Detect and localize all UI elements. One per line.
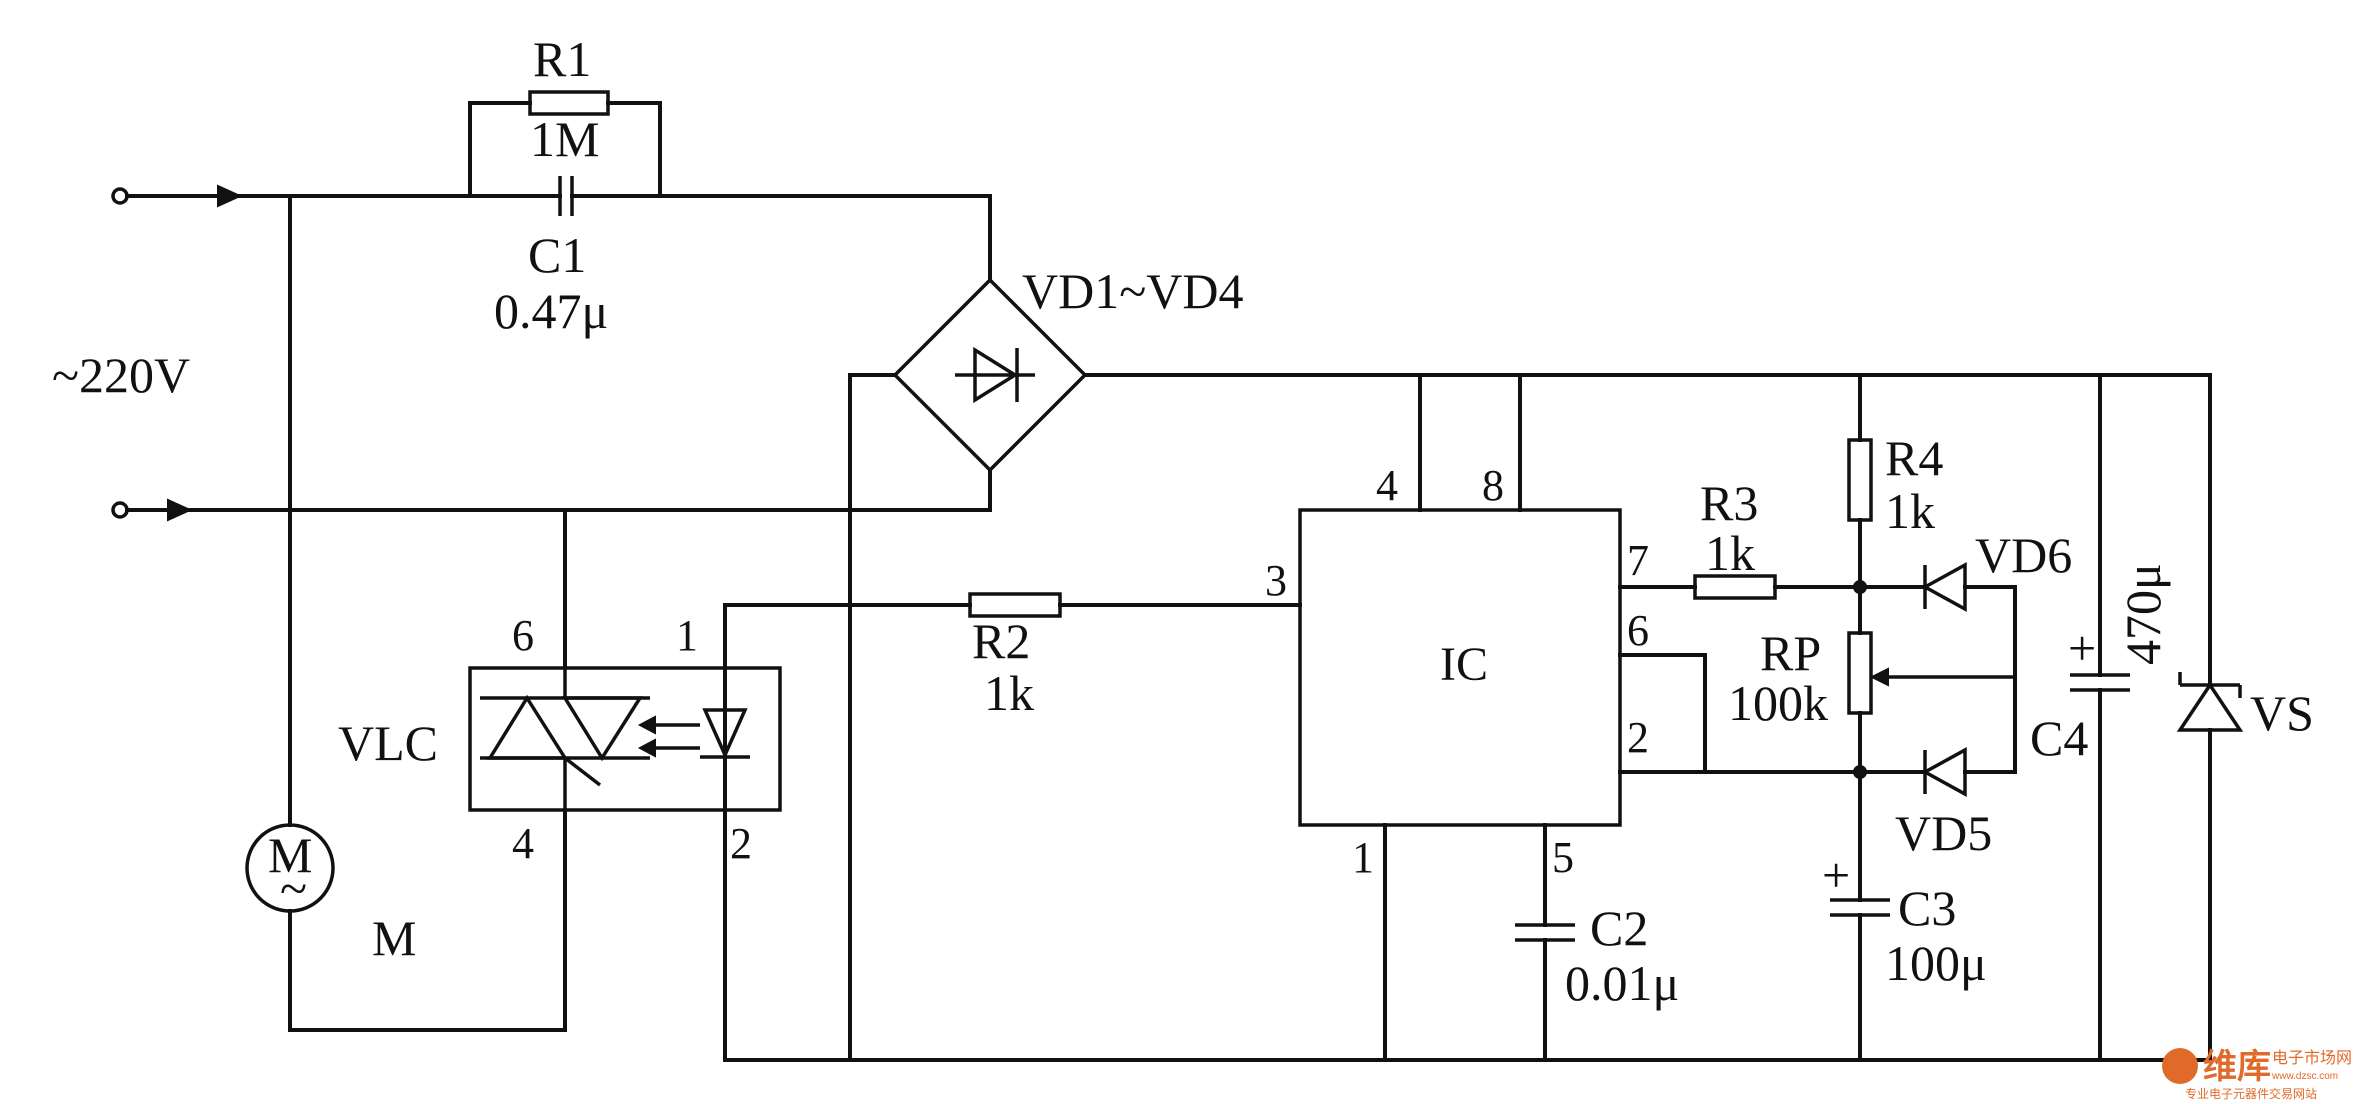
vlc-pin-6: 6 (512, 611, 534, 660)
terminal-bottom (111, 501, 129, 519)
c1-value: 0.47μ (494, 283, 608, 339)
motor-tilde: ~ (280, 860, 307, 916)
ic-name: IC (1440, 638, 1488, 691)
timing-network: R3 1k R4 1k RP 100k VD6 VD5 (1618, 373, 2072, 1062)
zener-diode-icon (2176, 681, 2244, 732)
triac-icon (561, 696, 644, 762)
c1-name: C1 (528, 227, 586, 283)
c3-polarity: + (1822, 847, 1850, 903)
supply-label: ~220V (52, 347, 190, 403)
vs-name: VS (2250, 685, 2314, 741)
watermark-url: www.dzsc.com (2271, 1071, 2338, 1082)
arrow-icon (217, 184, 243, 208)
r3-value: 1k (1705, 525, 1755, 581)
ic-pin-4: 4 (1376, 461, 1398, 510)
r1-name: R1 (533, 31, 591, 87)
r1-c1-network: R1 1M C1 0.47μ (288, 31, 992, 339)
c3-value: 100μ (1885, 935, 1987, 991)
vd6-diode-icon (1921, 562, 1967, 612)
ic-pin-6: 6 (1627, 606, 1649, 655)
ic-pin-3: 3 (1265, 556, 1287, 605)
terminal-top (111, 187, 129, 205)
c4-polarity: + (2068, 620, 2096, 676)
timer-ic: IC 4 8 3 7 6 2 1 5 C2 0.01μ (1265, 373, 1679, 1062)
watermark-site: 电子市场网 (2272, 1049, 2352, 1067)
c2-name: C2 (1590, 900, 1648, 956)
arrow-icon (167, 498, 193, 522)
rp-name: RP (1760, 625, 1821, 681)
triac-icon (486, 694, 569, 760)
ic-pin-7: 7 (1627, 536, 1649, 585)
rp-value: 100k (1728, 675, 1828, 731)
logo-icon (2162, 1048, 2198, 1084)
vd5-diode-icon (1921, 747, 1967, 797)
light-arrow-icon (637, 715, 656, 735)
c4-value: 470μ (2115, 563, 2171, 665)
rp-potentiometer (1847, 631, 1873, 715)
c3-name: C3 (1898, 880, 1956, 936)
vlc-optocoupler: 6 1 4 2 VLC (338, 508, 782, 1062)
supply-filter: + C4 470μ VS (2030, 373, 2314, 1062)
vd6-name: VD6 (1975, 527, 2072, 583)
watermark-tagline: 专业电子元器件交易网站 (2185, 1086, 2317, 1101)
wiper-arrow-icon (1869, 667, 1889, 687)
r4-name: R4 (1885, 430, 1943, 486)
vlc-pin-1: 1 (676, 611, 698, 660)
supply-input: ~220V (52, 184, 992, 522)
r2-name: R2 (972, 613, 1030, 669)
ic-pin-8: 8 (1482, 461, 1504, 510)
r4-value: 1k (1885, 483, 1935, 539)
r2-path: R2 1k (723, 592, 1302, 721)
r3-name: R3 (1700, 475, 1758, 531)
c4-name: C4 (2030, 710, 2088, 766)
vlc-pin-2: 2 (730, 819, 752, 868)
watermark-brand: 维库 (2203, 1048, 2271, 1086)
watermark: 维库 电子市场网 www.dzsc.com 专业电子元器件交易网站 (2162, 1048, 2352, 1101)
ic-pin-2: 2 (1627, 713, 1649, 762)
r4-resistor (1847, 438, 1873, 522)
ic-body (1298, 508, 1622, 827)
vlc-name: VLC (338, 715, 438, 771)
light-arrow-icon (637, 738, 656, 758)
vd5-name: VD5 (1895, 805, 1992, 861)
motor-name: M (372, 910, 416, 966)
r2-value: 1k (984, 665, 1034, 721)
bridge-name: VD1~VD4 (1022, 263, 1243, 319)
c2-value: 0.01μ (1565, 955, 1679, 1011)
motor-branch: M ~ M (245, 194, 567, 1032)
r1-value: 1M (530, 111, 599, 167)
ic-pin-5: 5 (1552, 833, 1574, 882)
vlc-body (468, 666, 782, 812)
vlc-pin-4: 4 (512, 819, 534, 868)
bridge-rectifier: VD1~VD4 (848, 194, 2212, 1062)
motor-symbol: M (268, 827, 312, 883)
ic-pin-1: 1 (1352, 833, 1374, 882)
